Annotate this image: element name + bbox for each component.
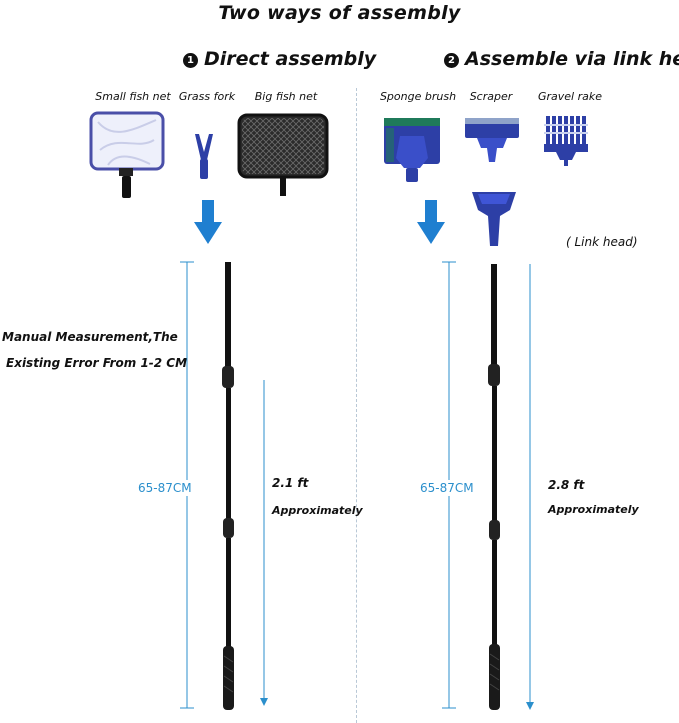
item-label-small-fish-net: Small fish net bbox=[95, 90, 171, 103]
arrow-down-icon bbox=[194, 200, 222, 244]
item-label-sponge-brush: Sponge brush bbox=[379, 90, 457, 103]
small-fish-net-icon bbox=[88, 110, 168, 200]
section-heading-text: Direct assembly bbox=[204, 48, 377, 70]
scraper-icon bbox=[463, 116, 523, 164]
section-heading-text: Assemble via link head bbox=[465, 48, 679, 70]
length-label-right: 2.8 ft bbox=[548, 478, 585, 492]
measurement-note-line2: Existing Error From 1-2 CM bbox=[6, 356, 188, 370]
length-arrow-left bbox=[258, 380, 270, 708]
link-head-label: ( Link head) bbox=[566, 235, 638, 249]
approx-label-left: Approximately bbox=[272, 504, 363, 517]
measurement-note-line1: Manual Measurement,The bbox=[2, 330, 178, 344]
telescopic-pole-right bbox=[482, 264, 506, 716]
arrow-down-icon bbox=[417, 200, 445, 244]
dimension-label-left: 65-87CM bbox=[136, 480, 194, 496]
step-number-badge: 1 bbox=[183, 53, 198, 68]
section-divider bbox=[356, 88, 357, 723]
step-number-badge: 2 bbox=[444, 53, 459, 68]
item-label-grass-fork: Grass fork bbox=[178, 90, 236, 103]
length-label-left: 2.1 ft bbox=[272, 476, 309, 490]
gravel-rake-icon bbox=[544, 114, 592, 168]
item-label-scraper: Scraper bbox=[469, 90, 513, 103]
big-fish-net-icon bbox=[236, 112, 332, 198]
dimension-label-right: 65-87CM bbox=[418, 480, 476, 496]
item-label-big-fish-net: Big fish net bbox=[254, 90, 318, 103]
section-heading-link-head-assembly: 2 Assemble via link head bbox=[444, 48, 679, 70]
grass-fork-icon bbox=[192, 130, 216, 182]
section-heading-direct-assembly: 1 Direct assembly bbox=[183, 48, 376, 70]
sponge-brush-icon bbox=[382, 114, 446, 184]
telescopic-pole-left bbox=[216, 262, 240, 714]
link-head-icon bbox=[470, 190, 518, 248]
page-title: Two ways of assembly bbox=[218, 2, 461, 24]
length-arrow-right bbox=[524, 264, 536, 712]
item-label-gravel-rake: Gravel rake bbox=[537, 90, 603, 103]
approx-label-right: Approximately bbox=[548, 503, 639, 516]
